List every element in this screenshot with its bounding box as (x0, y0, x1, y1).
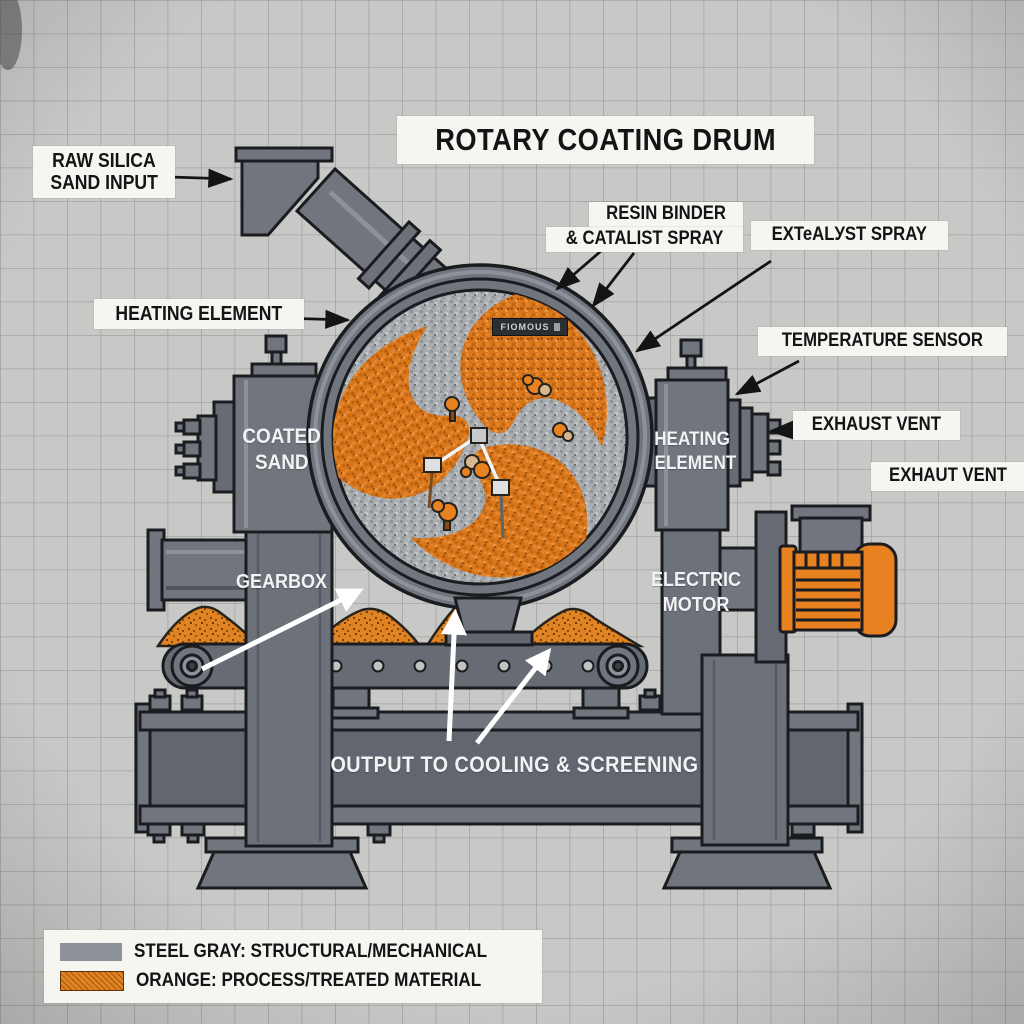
label-heating-element: HEATING ELEMENT (654, 429, 737, 474)
spray-hub (470, 427, 488, 444)
callout-exhaut-vent: EXHAUT VENT (871, 462, 1024, 491)
legend-item-orange: ORANGE: PROCESS/TREATED MATERIAL (60, 970, 526, 992)
callout-heating-element: HEATING ELEMENT (94, 299, 304, 329)
junction-box (798, 516, 864, 558)
exhaust-vent-block (750, 412, 770, 474)
right-leg (700, 653, 790, 847)
spray-nozzle (491, 479, 510, 496)
label-coated-sand: COATED SAND (242, 425, 322, 475)
drum-nameplate: FIOMOUS (492, 318, 568, 336)
callout-resin-binder-catalyst-spray: RESIN BINDER & CATALIST SPRAY (545, 202, 743, 252)
conveyor-pulley-right (596, 644, 640, 688)
hopper-lip (234, 146, 334, 163)
legend: STEEL GRAY: STRUCTURAL/MECHANICAL ORANGE… (44, 930, 543, 1003)
label-gearbox: GEARBOX (236, 571, 328, 593)
page-title: ROTARY COATING DRUM (397, 116, 815, 165)
callout-catalyst-spray: EXTeALУST SPRAY (751, 221, 948, 250)
column-cap-bolt (264, 334, 288, 354)
steel-gray-swatch (60, 943, 122, 961)
nameplate-icon (553, 323, 560, 331)
left-bolt-flange (174, 418, 202, 480)
column-cap-bolt (679, 338, 703, 358)
label-electric-motor: ELECTRIC MOTOR (651, 569, 741, 616)
callout-exhaust-vent: EXHAUST VENT (793, 411, 960, 440)
orange-swatch (60, 971, 124, 991)
right-bolt-flange (766, 418, 782, 477)
callout-temperature-sensor: TEMPERATURE SENSOR (758, 327, 1007, 356)
spray-nozzle (423, 457, 442, 473)
legend-item-steel: STEEL GRAY: STRUCTURAL/MECHANICAL (60, 941, 526, 963)
callout-raw-silica-sand-input: RAW SILICA SAND INPUT (33, 146, 176, 198)
label-output-cooling-screening: OUTPUT TO COOLING & SCREENING (330, 752, 699, 777)
